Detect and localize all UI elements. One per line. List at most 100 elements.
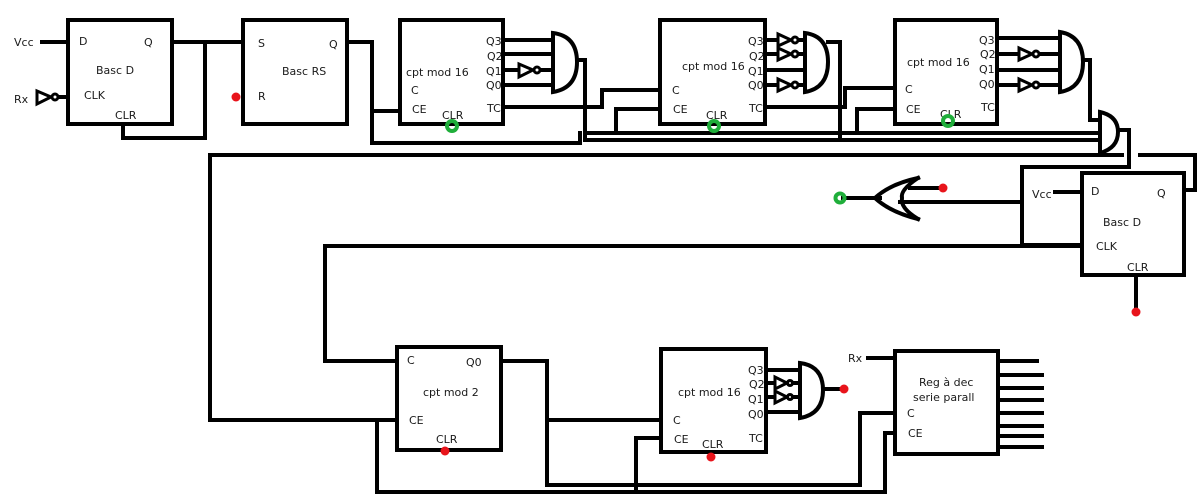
pin-q0: Q0 <box>748 408 764 421</box>
and-gate-2 <box>763 30 831 95</box>
pin-q1: Q1 <box>979 63 995 76</box>
red-terminal-clr-d2[interactable] <box>1131 307 1141 317</box>
counter-mod16-b[interactable]: cpt mod 16 Q3 Q2 Q1 Q0 C CE TC CLR <box>658 18 767 126</box>
green-terminal-clr-a[interactable] <box>445 119 459 133</box>
inverter-rx <box>35 88 60 107</box>
wire-clk-d2 <box>323 244 1084 363</box>
pin-clr: CLR <box>706 109 728 122</box>
block-title: cpt mod 16 <box>907 56 970 69</box>
pin-clk: CLK <box>84 89 106 102</box>
basc-rs-block[interactable]: S Q Basc RS R <box>241 18 349 126</box>
vcc-input-label-2: Vcc <box>1032 188 1052 201</box>
pin-q3: Q3 <box>748 35 764 48</box>
pin-tc: TC <box>980 101 995 114</box>
buffer-gate <box>872 175 921 222</box>
block-title: cpt mod 16 <box>682 60 745 73</box>
pin-q1: Q1 <box>486 65 502 78</box>
counter-mod16-d[interactable]: cpt mod 16 Q3 Q2 Q1 Q0 C CE TC CLR <box>659 347 768 454</box>
wire-and3-out <box>1083 58 1102 122</box>
pin-ce: CE <box>673 103 688 116</box>
pin-q1: Q1 <box>748 65 764 78</box>
block-title: Basc D <box>96 64 134 77</box>
block-title: cpt mod 16 <box>678 386 741 399</box>
wire-tc-a <box>486 88 662 109</box>
wire-rs-q-down <box>370 109 582 145</box>
block-title: Basc RS <box>282 65 326 78</box>
and-gate-1 <box>501 30 580 95</box>
pin-tc: TC <box>748 102 763 115</box>
basc-d-1-block[interactable]: D Q Basc D CLK CLR <box>66 18 174 126</box>
pin-c: C <box>905 83 913 96</box>
pin-q2: Q2 <box>980 48 996 61</box>
pin-ce: CE <box>908 427 923 440</box>
wire-ce-b <box>614 107 662 135</box>
pin-q1: Q1 <box>748 393 764 406</box>
pin-d: D <box>1091 185 1099 198</box>
red-terminal-clr-cpt16d[interactable] <box>706 452 716 462</box>
shift-register-block[interactable]: Reg à dec serie parall C CE <box>893 349 1000 456</box>
wire-ce-reg <box>628 431 897 494</box>
basc-d-2-block[interactable]: D Q Basc D CLK CLR <box>1080 171 1186 277</box>
pin-q: Q <box>329 38 338 51</box>
pin-clr: CLR <box>436 433 458 446</box>
pin-q0: Q0 <box>748 79 764 92</box>
block-title-line1: Reg à dec <box>919 376 973 389</box>
pin-d: D <box>79 35 87 48</box>
pin-c: C <box>407 354 415 367</box>
pin-ce: CE <box>412 103 427 116</box>
wire-rs-q <box>345 40 402 113</box>
counter-mod16-a[interactable]: cpt mod 16 Q3 Q2 Q1 Q0 C CE TC CLR <box>398 18 505 126</box>
wires <box>40 40 1197 494</box>
and-gate-5 <box>764 360 826 421</box>
wire-tc-b <box>750 86 897 109</box>
pin-tc: TC <box>748 432 763 445</box>
pin-c: C <box>673 414 681 427</box>
pin-clr: CLR <box>442 109 464 122</box>
wire-ce-loop <box>375 418 632 494</box>
pin-ce: CE <box>409 414 424 427</box>
pin-q2: Q2 <box>749 378 765 391</box>
block-title-line2: serie parall <box>913 391 974 404</box>
pin-q0: Q0 <box>486 79 502 92</box>
block-title: cpt mod 16 <box>406 66 469 79</box>
pin-q: Q <box>144 36 153 49</box>
red-terminal-rs-r[interactable] <box>231 92 241 102</box>
pin-clk: CLK <box>1096 240 1118 253</box>
pin-q2: Q2 <box>487 50 503 63</box>
pin-clr: CLR <box>1127 261 1149 274</box>
wire-q2-out <box>1183 153 1197 192</box>
counter-mod2[interactable]: C Q0 cpt mod 2 CE CLR <box>395 345 503 452</box>
wire-q0-cpt2 <box>499 359 897 487</box>
rx-input-label-2: Rx <box>848 352 863 365</box>
pin-ce: CE <box>674 433 689 446</box>
red-terminal-and5-out[interactable] <box>839 384 849 394</box>
wire-ce-cpt16d <box>634 436 662 494</box>
pin-r: R <box>258 90 266 103</box>
red-terminal-clr-cpt2[interactable] <box>440 446 450 456</box>
pin-s: S <box>258 37 265 50</box>
pin-q3: Q3 <box>486 35 502 48</box>
pin-tc: TC <box>486 102 501 115</box>
pin-c: C <box>907 407 915 420</box>
block-title: cpt mod 2 <box>423 386 479 399</box>
wire-and2-out <box>826 40 842 142</box>
pin-clr: CLR <box>115 109 137 122</box>
pin-q0: Q0 <box>466 356 482 369</box>
wire-clr-loop <box>121 40 207 140</box>
pin-q2: Q2 <box>749 50 765 63</box>
green-terminal-buffer-out[interactable] <box>833 191 847 205</box>
terminals <box>231 92 1141 462</box>
wire-ce-c <box>855 107 897 135</box>
pin-c: C <box>672 84 680 97</box>
vcc-input-label: Vcc <box>14 36 34 49</box>
pin-q: Q <box>1157 187 1166 200</box>
red-terminal-buffer-en[interactable] <box>938 183 948 193</box>
rx-input-label: Rx <box>14 93 29 106</box>
green-terminal-clr-c[interactable] <box>941 114 955 128</box>
counter-mod16-c[interactable]: cpt mod 16 Q3 Q2 Q1 Q0 C CE TC CLR <box>893 18 999 126</box>
block-title: Basc D <box>1103 216 1141 229</box>
and-gate-3 <box>995 29 1086 95</box>
green-terminal-clr-b[interactable] <box>707 119 721 133</box>
pin-q0: Q0 <box>979 78 995 91</box>
